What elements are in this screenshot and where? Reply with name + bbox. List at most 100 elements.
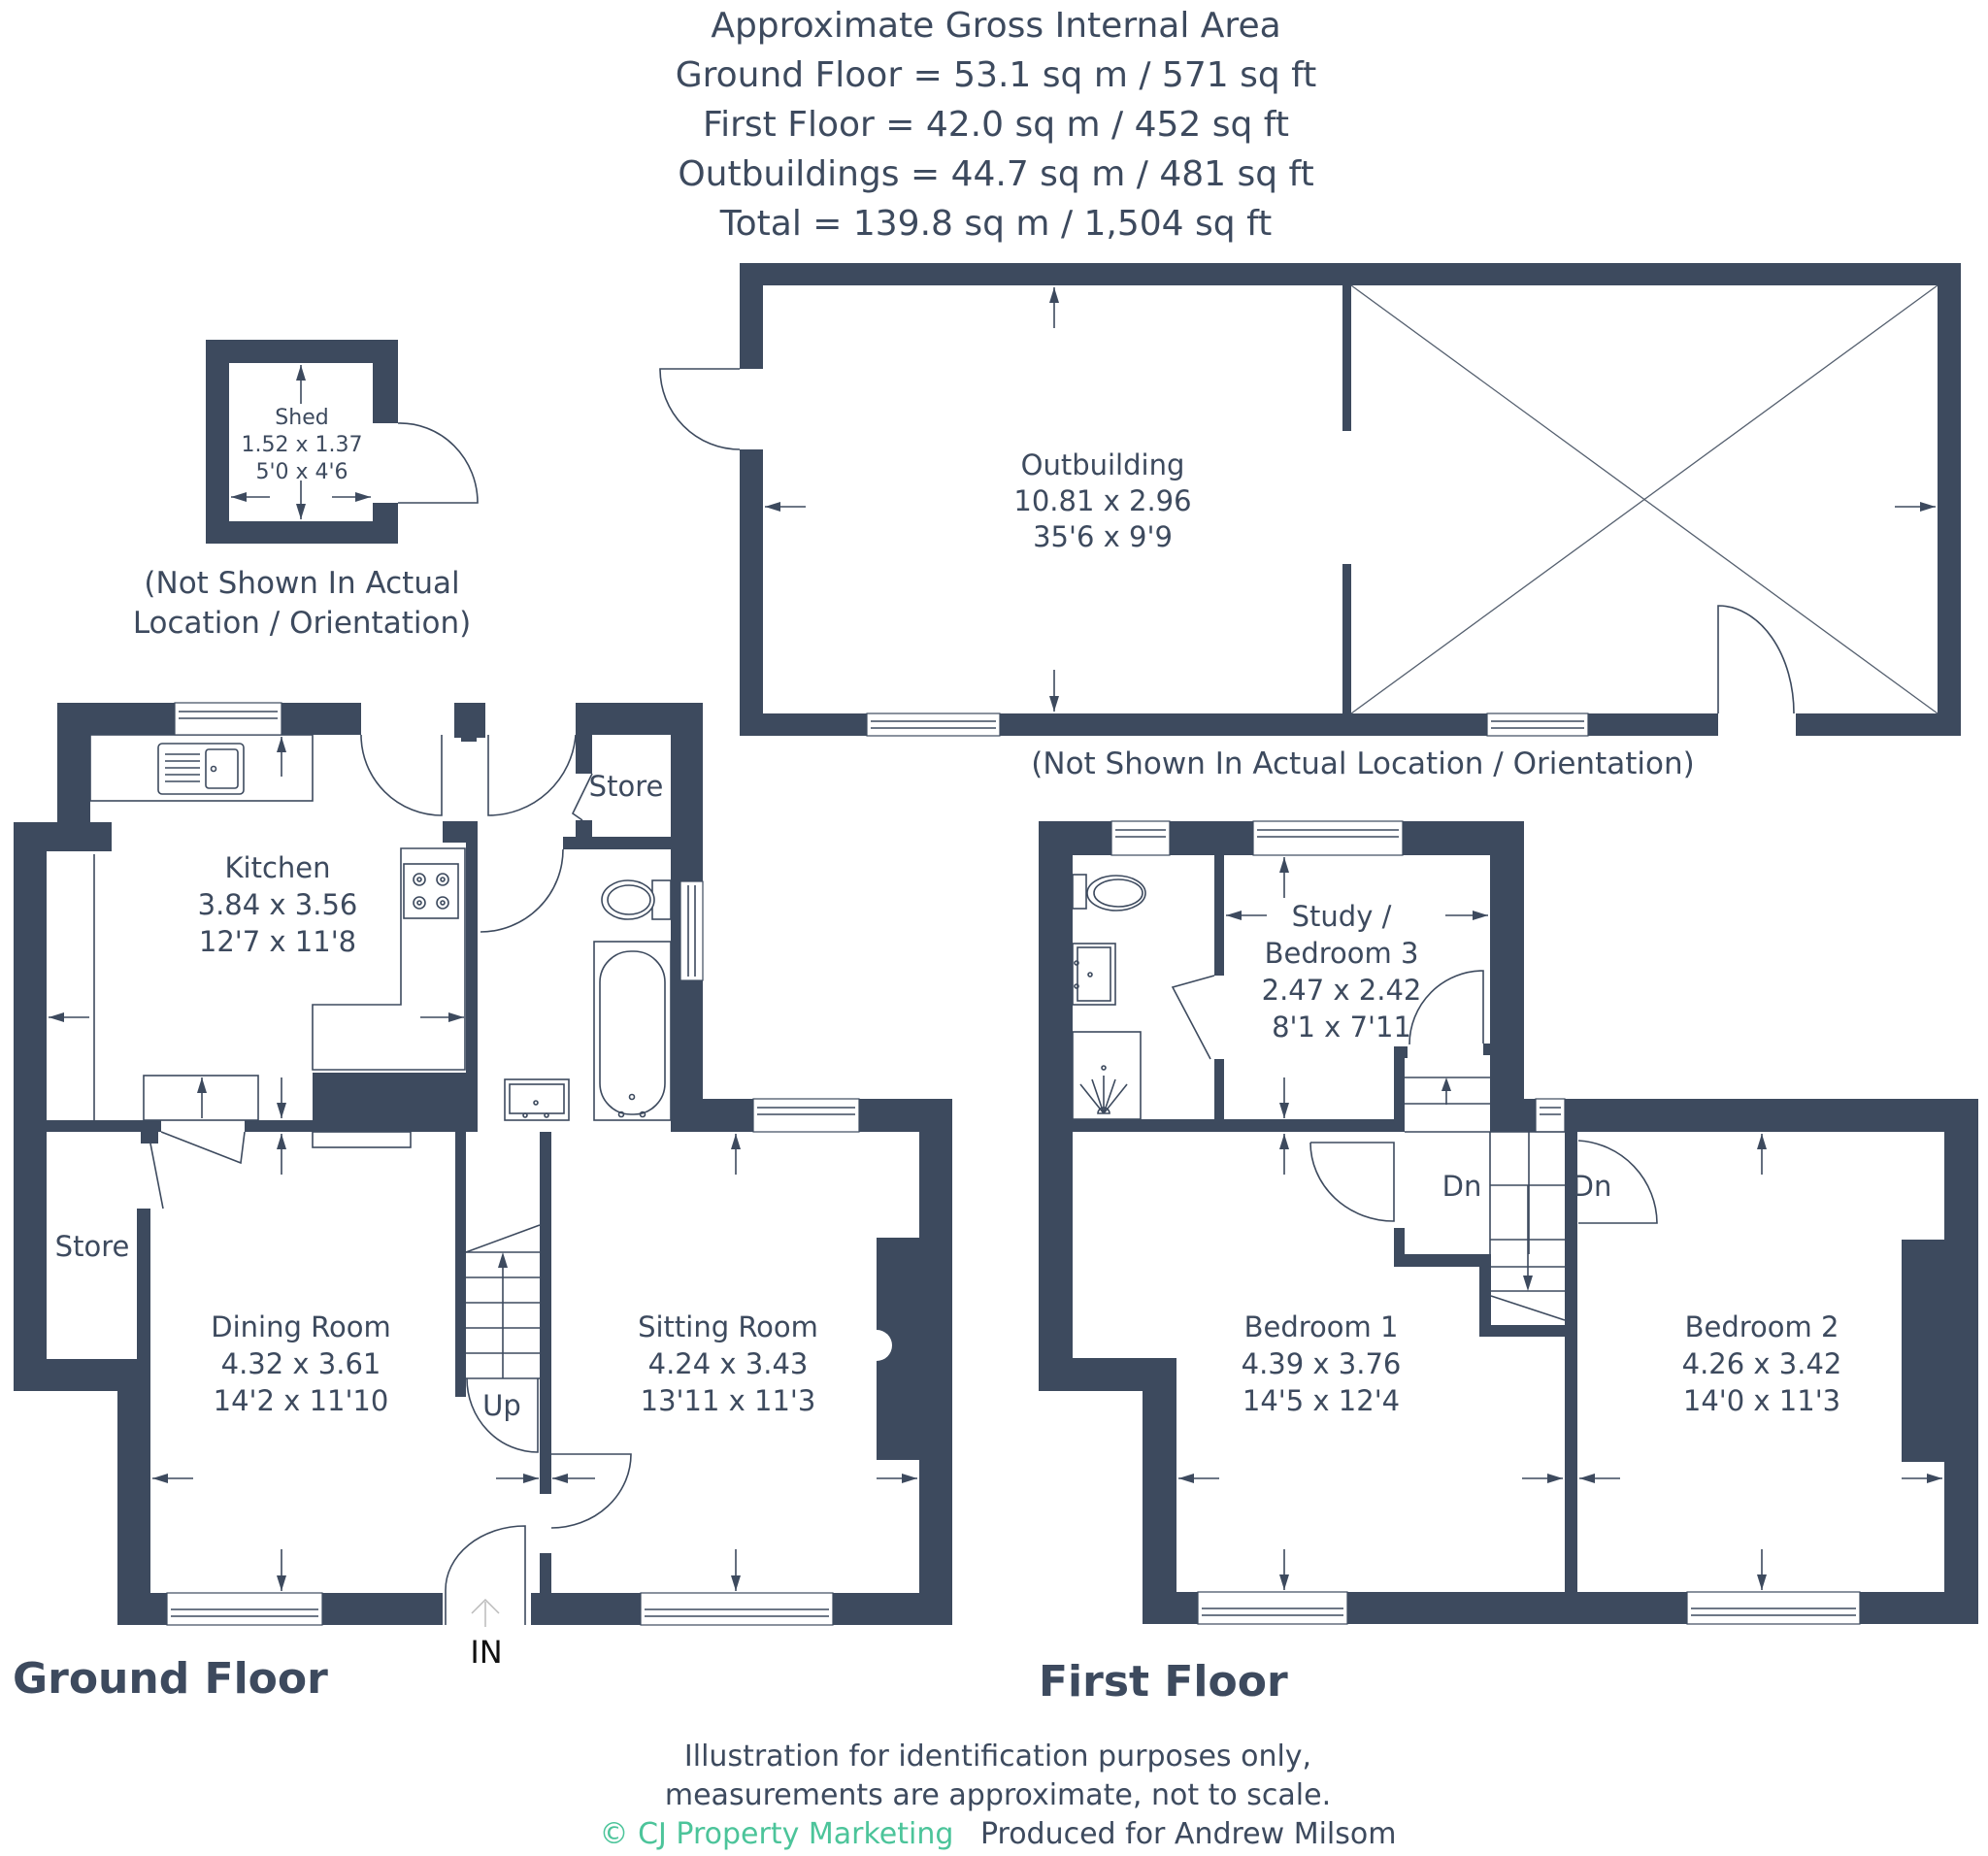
chimney — [454, 703, 485, 738]
wall — [540, 1132, 551, 1494]
room-name: Shed — [275, 406, 328, 430]
door-swing-icon — [1577, 1140, 1658, 1224]
room-metric: 4.39 x 3.76 — [1242, 1347, 1402, 1380]
room-name: Outbuilding — [1021, 448, 1185, 481]
chimney-breast — [313, 1073, 466, 1132]
stairs-down-label: Dn — [1573, 1170, 1612, 1203]
credit-line: © CJ Property Marketing Produced for And… — [600, 1817, 1397, 1851]
window-icon — [679, 880, 704, 981]
wall — [576, 735, 592, 774]
ground-floor-plan: Up IN Kitchen 3.84 x 3.56 12'7 — [13, 702, 952, 1704]
room-imperial: 12'7 x 11'8 — [199, 925, 356, 958]
window-icon — [1110, 820, 1171, 856]
footer: Illustration for identification purposes… — [600, 1740, 1397, 1851]
room-metric: 4.26 x 3.42 — [1682, 1347, 1842, 1380]
room-metric: 2.47 x 2.42 — [1262, 974, 1422, 1007]
door-swing-icon — [149, 1143, 164, 1210]
entrance-arrow-icon — [471, 1598, 500, 1627]
dimension-arrows-icon — [49, 737, 917, 1591]
door-swing-icon — [550, 1453, 632, 1529]
wall — [14, 822, 47, 1391]
room-name: Store — [589, 770, 664, 803]
disclaimer: measurements are approximate, not to sca… — [665, 1778, 1331, 1812]
wall — [1483, 1044, 1490, 1055]
door-swing-icon — [397, 422, 479, 504]
wall — [245, 1120, 313, 1132]
door-swing-icon — [1309, 1142, 1395, 1222]
wall — [373, 503, 398, 544]
wall — [1039, 821, 1073, 1391]
floor-label: First Floor — [1039, 1657, 1288, 1707]
stairs-down-label: Dn — [1442, 1170, 1482, 1203]
room-name: Store — [55, 1230, 130, 1263]
shower-icon — [1072, 1031, 1142, 1120]
wall — [1214, 1059, 1224, 1119]
room-name: Dining Room — [211, 1310, 390, 1343]
wall — [47, 1120, 161, 1132]
wall — [919, 1099, 952, 1625]
wall — [1394, 1046, 1408, 1058]
fireplace-hearth-icon — [877, 1330, 892, 1361]
toilet-icon — [601, 879, 672, 920]
wall — [1214, 855, 1224, 976]
wall — [1394, 1254, 1491, 1267]
wall — [1944, 1099, 1978, 1624]
stairs-up-label: Up — [482, 1389, 521, 1422]
door-swing-icon — [480, 848, 564, 933]
wall — [373, 340, 398, 423]
door-swing-icon — [659, 368, 741, 450]
room-name: Sitting Room — [638, 1310, 818, 1343]
window-icon — [752, 1098, 860, 1133]
partition-wall — [1342, 285, 1351, 431]
wall — [1479, 1254, 1491, 1337]
void-cross-icon — [1350, 284, 1938, 714]
wall — [137, 1209, 150, 1359]
wall — [1479, 1325, 1577, 1337]
disclaimer: Illustration for identification purposes… — [684, 1740, 1311, 1773]
room-metric: 3.84 x 3.56 — [198, 888, 358, 921]
bathtub-icon — [593, 941, 672, 1121]
room-name: Bedroom 2 — [1685, 1310, 1839, 1343]
wall — [576, 703, 703, 735]
brand-credit: © CJ Property Marketing — [600, 1817, 954, 1851]
chimney — [461, 734, 477, 742]
door-swing-icon — [160, 1131, 246, 1165]
area-ground-floor: Ground Floor = 53.1 sq m / 571 sq ft — [676, 55, 1317, 95]
wall — [1394, 1228, 1405, 1267]
window-icon — [1686, 1591, 1861, 1625]
area-first-floor: First Floor = 42.0 sq m / 452 sq ft — [703, 105, 1289, 145]
door-swing-icon — [1717, 605, 1795, 714]
area-summary: Approximate Gross Internal Area Ground F… — [676, 6, 1317, 244]
area-total: Total = 139.8 sq m / 1,504 sq ft — [719, 204, 1272, 244]
room-imperial: 14'0 x 11'3 — [1683, 1384, 1840, 1417]
door-swing-icon — [571, 773, 593, 821]
room-imperial: 14'2 x 11'10 — [214, 1384, 389, 1417]
door-swing-icon — [487, 734, 577, 816]
front-door-icon[interactable] — [445, 1525, 526, 1625]
wall — [206, 340, 229, 544]
radiator — [312, 1131, 412, 1148]
sink-icon — [157, 743, 245, 795]
produced-for: Produced for Andrew Milsom — [980, 1817, 1397, 1851]
wall — [1143, 1358, 1176, 1624]
wall — [1565, 1132, 1577, 1592]
wall — [1524, 1099, 1978, 1132]
wall — [206, 340, 398, 363]
wall — [740, 263, 763, 369]
basin-icon — [1072, 943, 1116, 1006]
entrance-label: IN — [470, 1634, 502, 1671]
toilet-icon — [1072, 874, 1146, 911]
wall — [563, 837, 671, 849]
wall — [206, 521, 398, 544]
wall — [1073, 1119, 1405, 1132]
partition-wall — [1342, 564, 1351, 713]
door-swing-icon — [1171, 975, 1215, 1060]
room-imperial: 5'0 x 4'6 — [255, 460, 348, 484]
room-metric: 10.81 x 2.96 — [1013, 484, 1191, 517]
hob-icon — [403, 863, 459, 919]
room-imperial: 14'5 x 12'4 — [1242, 1384, 1400, 1417]
window-icon — [1197, 1591, 1348, 1625]
door-swing-icon — [1408, 970, 1484, 1045]
window-icon — [640, 1592, 834, 1626]
